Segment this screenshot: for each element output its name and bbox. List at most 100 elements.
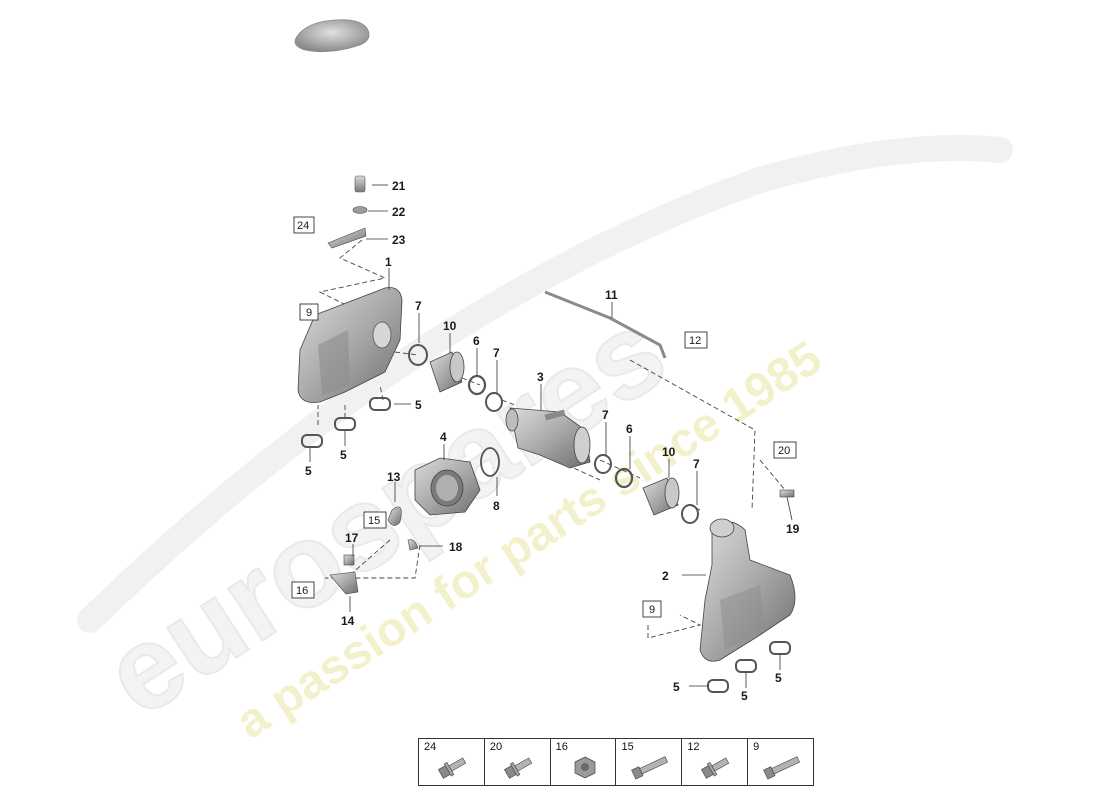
gaskets[interactable] — [301, 397, 791, 693]
clip-19-icon[interactable] — [779, 489, 795, 498]
bracket-icon[interactable] — [327, 227, 367, 249]
callout-23[interactable]: 23 — [392, 233, 406, 247]
callout-11[interactable]: 11 — [605, 288, 618, 302]
clip-17-icon[interactable] — [343, 554, 355, 566]
callout-5[interactable]: 5 — [775, 671, 782, 685]
long-bolt-icon — [763, 756, 801, 780]
callout-3[interactable]: 3 — [537, 370, 544, 384]
gasket-icon[interactable] — [334, 417, 356, 431]
callout-17[interactable]: 17 — [345, 531, 359, 545]
gasket-icon[interactable] — [707, 679, 729, 693]
callout-19[interactable]: 19 — [786, 522, 800, 536]
legend-number: 12 — [687, 741, 700, 753]
callout-5[interactable]: 5 — [673, 680, 680, 694]
bracket-14-icon[interactable] — [329, 571, 359, 595]
legend-cell-16[interactable]: 16 — [551, 739, 617, 785]
callout-4[interactable]: 4 — [440, 430, 447, 444]
flange-bolt-icon — [701, 757, 730, 779]
callout-5[interactable]: 5 — [415, 398, 422, 412]
callout-2[interactable]: 2 — [662, 569, 669, 583]
legend-cell-24[interactable]: 24 — [419, 739, 485, 785]
connector-sleeve-icon[interactable] — [429, 351, 465, 393]
svg-text:12: 12 — [689, 335, 701, 347]
long-bolt-icon — [631, 756, 669, 780]
callout-5[interactable]: 5 — [305, 464, 312, 478]
boxed-callout-24[interactable]: 24 — [293, 216, 315, 234]
clip-18-icon[interactable] — [407, 539, 419, 551]
seal-set-upper[interactable] — [408, 344, 503, 412]
callout-6[interactable]: 6 — [473, 334, 480, 348]
small-parts[interactable] — [329, 506, 419, 595]
callout-14[interactable]: 14 — [341, 614, 355, 628]
callout-labels: 21 22 23 1 7 10 6 7 3 7 6 10 7 4 8 13 17… — [305, 179, 800, 703]
svg-text:24: 24 — [297, 220, 309, 232]
callout-7[interactable]: 7 — [602, 408, 609, 422]
seal-icon[interactable] — [614, 467, 634, 489]
callout-22[interactable]: 22 — [392, 205, 406, 219]
boxed-callouts: 24 9 12 20 15 16 9 — [291, 216, 797, 618]
flange-bolt-icon — [437, 757, 467, 779]
boxed-callout-12[interactable]: 12 — [684, 331, 708, 349]
legend-number: 24 — [424, 741, 437, 753]
callout-7[interactable]: 7 — [415, 299, 422, 313]
boxed-callout-16[interactable]: 16 — [291, 581, 315, 599]
o-ring-icon[interactable] — [681, 504, 699, 524]
car-silhouette-icon[interactable] — [294, 19, 370, 53]
throttle-body[interactable] — [414, 457, 481, 516]
legend-cell-12[interactable]: 12 — [682, 739, 749, 785]
flange-bolt-icon — [503, 757, 532, 779]
manifold-port-icon — [372, 321, 392, 349]
o-ring-icon[interactable] — [485, 392, 503, 412]
svg-text:15: 15 — [368, 515, 380, 527]
fastener-legend: 24 20 16 15 12 9 — [418, 738, 814, 786]
svg-text:16: 16 — [296, 585, 308, 597]
intake-manifold-left[interactable] — [297, 287, 403, 403]
gasket-icon[interactable] — [301, 434, 323, 448]
gasket-icon[interactable] — [369, 397, 391, 411]
nut-icon — [574, 756, 596, 779]
seal-set-lower[interactable] — [594, 454, 699, 524]
connector-sleeve-icon[interactable] — [642, 477, 680, 516]
sensor-assembly[interactable] — [327, 175, 368, 249]
callout-18[interactable]: 18 — [449, 540, 463, 554]
legend-cell-20[interactable]: 20 — [485, 739, 551, 785]
legend-cell-9[interactable]: 9 — [748, 739, 813, 785]
o-ring-icon[interactable] — [408, 344, 428, 366]
legend-number: 20 — [489, 741, 503, 753]
callout-21[interactable]: 21 — [392, 179, 406, 193]
callout-8[interactable]: 8 — [493, 499, 500, 513]
callout-10[interactable]: 10 — [662, 445, 676, 459]
svg-text:9: 9 — [649, 604, 655, 616]
boxed-callout-9[interactable]: 9 — [299, 303, 319, 321]
callout-7[interactable]: 7 — [693, 457, 700, 471]
boxed-callout-20[interactable]: 20 — [773, 441, 797, 459]
breather-tube-icon[interactable] — [544, 290, 667, 359]
legend-number: 16 — [555, 741, 568, 753]
callout-7[interactable]: 7 — [493, 346, 500, 360]
sensor-icon[interactable] — [354, 175, 366, 193]
legend-number: 9 — [753, 741, 760, 753]
watermark-swoosh — [77, 135, 1013, 633]
boxed-callout-9b[interactable]: 9 — [642, 600, 662, 618]
gasket-icon[interactable] — [735, 659, 757, 673]
legend-cell-15[interactable]: 15 — [616, 739, 683, 785]
callout-10[interactable]: 10 — [443, 319, 457, 333]
callout-5[interactable]: 5 — [741, 689, 748, 703]
svg-text:20: 20 — [778, 445, 790, 457]
callout-6[interactable]: 6 — [626, 422, 633, 436]
callout-1[interactable]: 1 — [385, 255, 392, 269]
gasket-ring-icon[interactable] — [480, 447, 500, 477]
boxed-callout-15[interactable]: 15 — [363, 511, 387, 529]
seal-ring-icon[interactable] — [352, 206, 368, 214]
svg-text:9: 9 — [306, 307, 312, 319]
intake-manifold-right[interactable] — [699, 518, 796, 662]
clip-13-icon[interactable] — [387, 506, 402, 526]
callout-5[interactable]: 5 — [340, 448, 347, 462]
car-thumbnail[interactable] — [294, 19, 370, 53]
o-ring-icon[interactable] — [594, 454, 612, 474]
gasket-icon[interactable] — [769, 641, 791, 655]
legend-number: 15 — [621, 741, 634, 753]
callout-13[interactable]: 13 — [387, 470, 401, 484]
throttle-pipe[interactable] — [505, 407, 591, 469]
